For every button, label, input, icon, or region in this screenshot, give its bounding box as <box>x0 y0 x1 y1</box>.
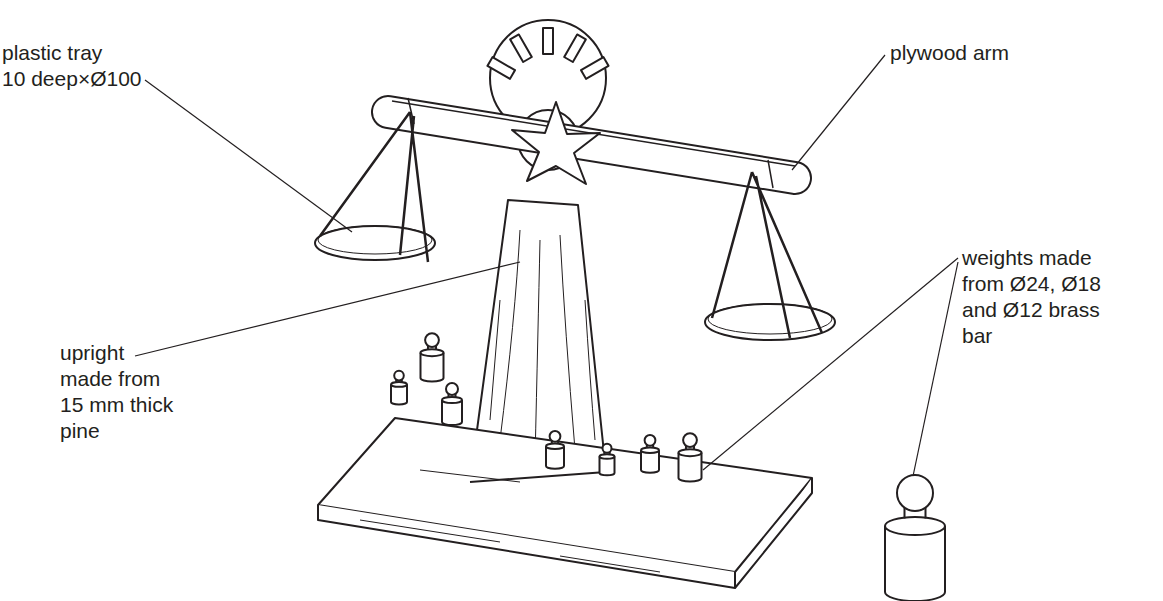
wood-grain <box>490 230 595 460</box>
part-label: upright made from 15 mm thick pine <box>60 340 177 444</box>
leader-lines <box>135 55 958 500</box>
star-pointer <box>512 102 600 184</box>
base-board <box>318 418 812 588</box>
part-label: plastic tray 10 deep×Ø100 <box>2 40 132 92</box>
right-tray <box>705 172 835 340</box>
left-tray <box>315 112 435 262</box>
dial-ticks <box>487 28 608 79</box>
part-label: weights made from Ø24, Ø18 and Ø12 brass… <box>962 245 1112 349</box>
part-label: plywood arm <box>890 40 1090 66</box>
brass-weights <box>391 333 945 601</box>
plywood-arm <box>388 98 795 188</box>
